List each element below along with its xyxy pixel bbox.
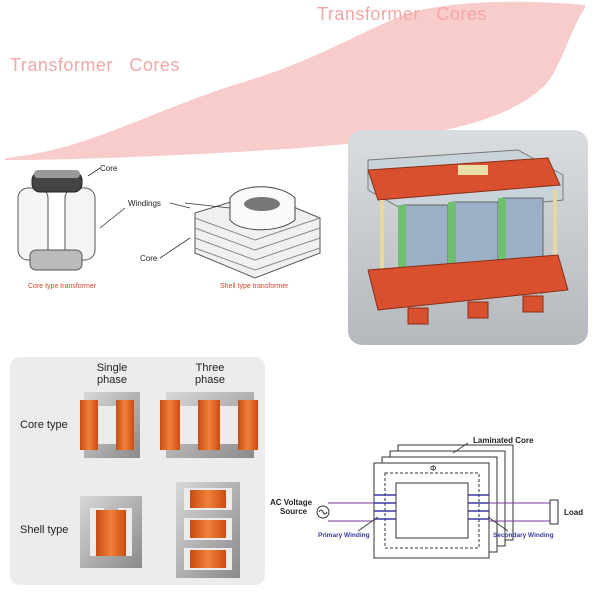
label-laminated-core: Laminated Core [473, 436, 534, 445]
label-secondary-winding: Secondary Winding [493, 532, 554, 539]
shell-type-drawing [159, 186, 321, 279]
label-core-2: Core [140, 254, 158, 263]
laminated-core-schematic: Laminated Core AC Voltage Source Load Pr… [270, 436, 583, 559]
core-single-phase-diagram [80, 392, 140, 458]
banner-title-left: Transformer Cores [10, 55, 180, 75]
core-three-phase-diagram [160, 392, 258, 458]
label-load: Load [564, 508, 583, 517]
row-shell-type: Shell type [20, 524, 69, 536]
shell-three-phase-diagram [176, 482, 240, 578]
row-core-type: Core type [20, 419, 68, 431]
core-shell-sketch: Core Windings Core Core type transformer… [17, 164, 321, 290]
transformer-3d-render [348, 130, 588, 345]
caption-shell-type: Shell type transformer [220, 283, 289, 290]
col-single-phase: Single phase [82, 362, 142, 386]
label-primary-winding: Primary Winding [318, 532, 370, 539]
label-windings: Windings [128, 199, 161, 208]
col-single-line2: phase [97, 374, 127, 386]
shell-single-phase-diagram [80, 496, 142, 568]
col-three-line1: Three [195, 362, 225, 374]
col-single-line1: Single [96, 362, 128, 374]
col-three-line2: phase [195, 374, 225, 386]
label-ac-source-2: Source [280, 507, 308, 516]
label-flux: Φ [430, 464, 436, 473]
banner-title-top: Transformer Cores [317, 4, 487, 24]
types-grid-drawings [80, 392, 258, 578]
col-three-phase: Three phase [180, 362, 240, 386]
core-type-drawing [17, 167, 126, 271]
label-ac-source-1: AC Voltage [270, 498, 313, 507]
label-core: Core [100, 164, 118, 173]
banner-wave [5, 1, 585, 160]
caption-core-type: Core type transformer [28, 283, 97, 290]
